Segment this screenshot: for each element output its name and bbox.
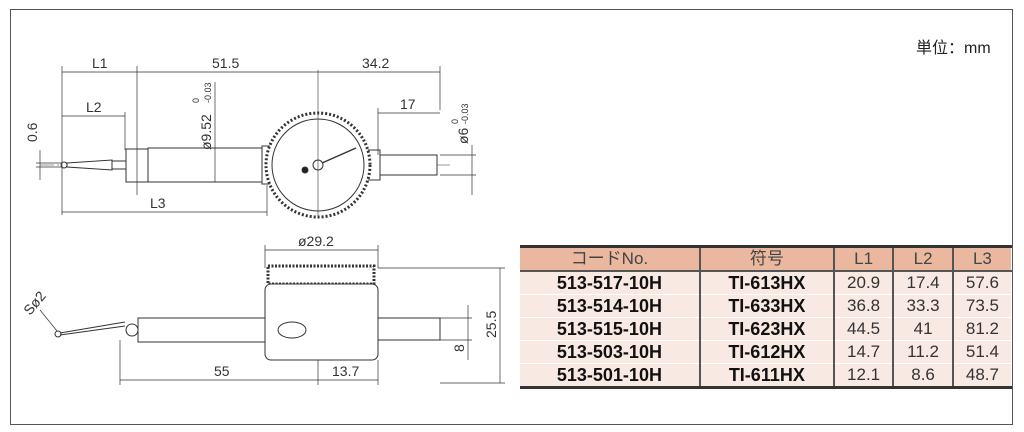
unit-label: 単位：mm [916,40,991,57]
shank-tol-upper: 0 [450,119,460,124]
cell-code: 513-515-10H [520,317,701,341]
cell-l2: 41 [892,317,954,341]
col-l1: L1 [832,246,894,272]
dim-17: 17 [400,96,416,112]
col-l2: L2 [892,246,954,272]
cell-l3: 57.6 [951,270,1012,295]
dim-l3: L3 [150,195,166,211]
dial-needle [321,147,357,164]
cell-l1: 20.9 [832,270,894,295]
shank-tol-lower: -0.03 [460,103,470,124]
cell-l3: 48.7 [951,363,1012,388]
cell-l1: 14.7 [832,340,894,364]
cell-l3: 73.5 [951,294,1012,318]
dim-51-5: 51.5 [212,55,239,71]
col-l3: L3 [951,246,1012,272]
col-code: コードNo. [520,246,701,272]
dim-ball: Sø2 [20,288,49,318]
cell-symbol: TI-633HX [698,294,835,318]
cell-l2: 8.6 [892,363,954,388]
cell-code: 513-503-10H [520,340,701,364]
dim-34-2: 34.2 [362,55,389,71]
cell-code: 513-514-10H [520,294,701,318]
side-view [39,245,505,385]
col-symbol: 符号 [698,246,835,272]
cell-code: 513-501-10H [520,363,701,388]
dim-55: 55 [214,363,230,379]
cell-l2: 17.4 [892,270,954,295]
cell-symbol: TI-611HX [698,363,835,388]
cell-l1: 44.5 [832,317,894,341]
table-header: コードNo. 符号 L1 L2 L3 [520,246,1012,272]
stem-tol-upper: 0 [191,98,201,103]
cell-l3: 81.2 [951,317,1012,341]
cell-code: 513-517-10H [520,270,701,295]
top-view [36,66,476,219]
cell-l2: 11.2 [892,340,954,364]
dim-tip: 0.6 [24,122,40,142]
cell-symbol: TI-612HX [698,340,835,364]
dim-8: 8 [451,344,467,352]
dim-l1: L1 [92,55,108,71]
dim-shank-dia: ø6 [455,127,471,144]
dim-l2: L2 [86,99,102,115]
dim-dial-dia: ø29.2 [298,233,334,249]
drawing-frame [10,9,1013,425]
cell-symbol: TI-623HX [698,317,835,341]
dim-13-7: 13.7 [332,363,359,379]
dim-stem-dia: ø9.52 [198,114,214,150]
cell-l2: 33.3 [892,294,954,318]
dim-25-5: 25.5 [483,311,499,338]
cell-symbol: TI-613HX [698,270,835,295]
cell-l3: 51.4 [951,340,1012,364]
cell-l1: 36.8 [832,294,894,318]
cell-l1: 12.1 [832,363,894,388]
stem-tol-lower: -0.03 [203,82,213,103]
